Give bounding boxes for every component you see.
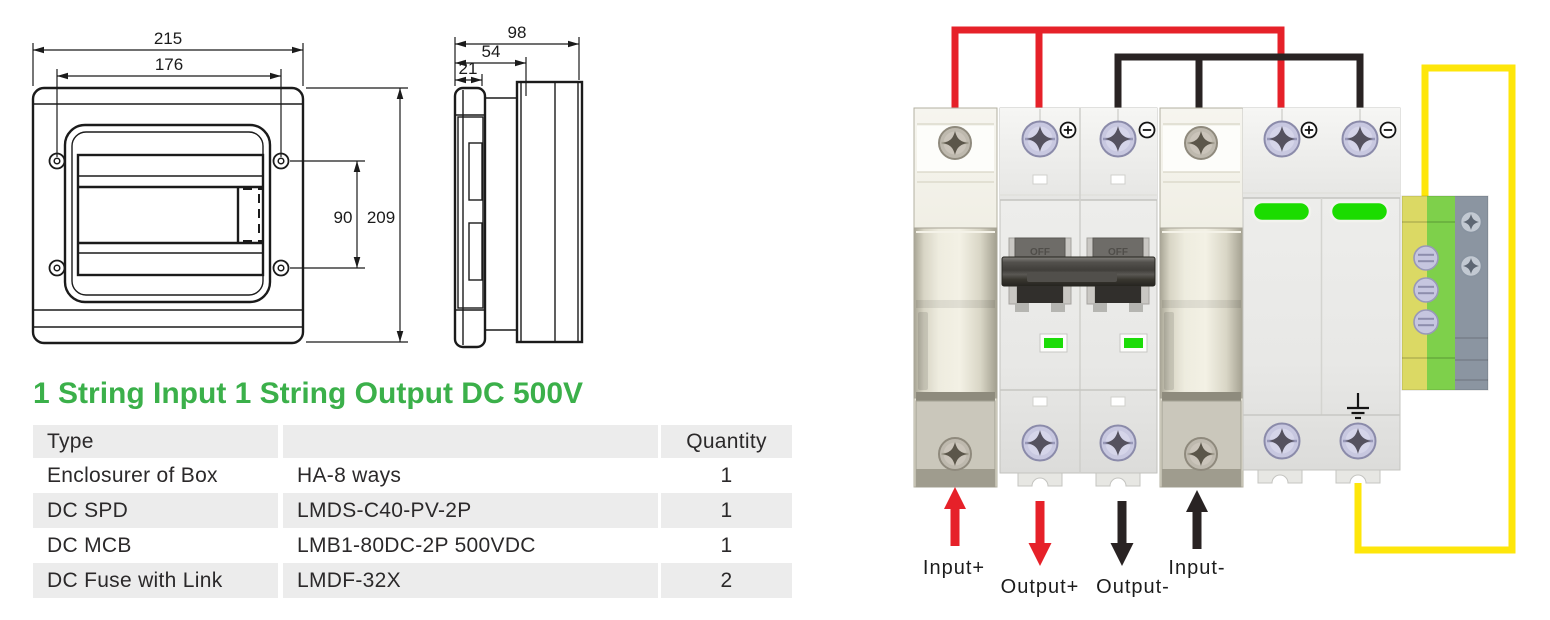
cell-type: Enclosurer of Box (47, 464, 218, 487)
negative-wire (1114, 53, 1364, 108)
dim-label-side-depth: 98 (508, 23, 527, 42)
dim-label-side-cover-depth: 54 (482, 42, 501, 61)
label-input-plus: Input+ (923, 557, 985, 579)
dim-side-lid-depth: 21 (455, 59, 483, 86)
din-clip (1095, 472, 1141, 487)
cell-model: LMB1-80DC-2P 500VDC (297, 534, 536, 557)
phillips-screw-icon (1021, 424, 1059, 462)
enclosure-front-view (31, 86, 305, 345)
table-row: Enclosurer of Box HA-8 ways 1 (33, 458, 803, 493)
dim-label-side-lid-depth: 21 (459, 59, 478, 78)
label-output-plus: Output+ (1001, 576, 1080, 598)
minus-terminal-icon (1138, 121, 1156, 139)
phillips-screw-icon (1263, 120, 1301, 158)
mount-screw-icon (48, 259, 66, 277)
cell-quantity: 1 (720, 464, 733, 487)
dim-front-width: 215 (32, 29, 304, 86)
cell-type: DC Fuse with Link (33, 563, 278, 598)
dim-label-screw-pitch: 90 (334, 208, 353, 227)
din-clip (1017, 472, 1063, 487)
phillips-screw-icon (937, 125, 973, 161)
dc-fuse-holder-1 (913, 107, 998, 488)
table-row: DC MCB LMB1-80DC-2P 500VDC 1 (33, 528, 803, 563)
phillips-screw-icon (1341, 120, 1379, 158)
dc-fuse-holder-2 (1159, 107, 1244, 488)
phillips-screw-icon (1099, 424, 1137, 462)
cell-model: LMDF-32X (283, 563, 658, 598)
dim-side-cover-depth: 54 (455, 42, 527, 96)
dim-label-front-height: 209 (367, 208, 395, 227)
table-row: DC SPD LMDS-C40-PV-2P 1 (33, 493, 803, 528)
spd-status-indicator (1251, 200, 1390, 223)
dim-label-front-width: 215 (154, 29, 182, 48)
product-title: 1 String Input 1 String Output DC 500V (33, 377, 584, 410)
cell-type: DC MCB (47, 534, 132, 557)
positive-wire (951, 26, 1285, 108)
arrow-input-minus-icon (1186, 490, 1208, 549)
arrow-input-plus-icon (944, 487, 966, 546)
phillips-screw-icon (1263, 422, 1301, 460)
phillips-screw-icon (1099, 120, 1137, 158)
table-row: DC Fuse with Link LMDF-32X 2 (33, 563, 803, 598)
enclosure-side-view (453, 80, 584, 349)
arrow-output-plus-icon (1028, 501, 1052, 566)
earth-screw-terminal-icon (1413, 309, 1439, 335)
col-header-model (283, 425, 658, 458)
cell-model: HA-8 ways (297, 464, 402, 487)
phillips-screw-icon (1183, 125, 1219, 161)
dim-screw-pitch: 90 (290, 160, 365, 269)
din-clip (1257, 469, 1303, 484)
dc-spd (1242, 107, 1401, 484)
earth-screw-terminal-icon (1413, 245, 1439, 271)
cell-quantity: 1 (661, 493, 792, 528)
mcb-status-indicator (1039, 333, 1148, 353)
wiring-diagram: OFF OFF (913, 26, 1516, 598)
phillips-screw-icon (1183, 436, 1219, 472)
earth-terminal-block (1401, 195, 1489, 391)
minus-terminal-icon (1379, 121, 1397, 139)
din-clip (1335, 469, 1381, 484)
ground-symbol-icon (1347, 393, 1369, 420)
mcb-off-label: OFF (1030, 247, 1050, 258)
col-header-type: Type (33, 425, 278, 458)
phillips-screw-icon (937, 436, 973, 472)
earth-wire (1354, 64, 1516, 554)
dim-label-front-inner-width: 176 (155, 55, 183, 74)
phillips-screw-icon (1459, 254, 1483, 278)
dc-mcb: OFF OFF (999, 107, 1158, 487)
plus-terminal-icon (1059, 121, 1077, 139)
phillips-screw-icon (1339, 422, 1377, 460)
phillips-screw-icon (1021, 120, 1059, 158)
cell-quantity: 1 (720, 534, 733, 557)
label-output-minus: Output- (1096, 576, 1170, 598)
enclosure-dimension-drawing: 215 176 90 209 (31, 23, 584, 349)
spec-table: Type Quantity Enclosurer of Box HA-8 way… (33, 425, 803, 598)
arrow-output-minus-icon (1110, 501, 1134, 566)
din-rail-dashed-mark (243, 188, 263, 242)
col-header-quantity: Quantity (661, 425, 792, 458)
plus-terminal-icon (1300, 121, 1318, 139)
table-header-row: Type Quantity (33, 425, 803, 458)
earth-screw-terminal-icon (1413, 277, 1439, 303)
dim-front-height: 209 (306, 87, 408, 343)
cell-type: DC SPD (33, 493, 278, 528)
mcb-toggle-handle: OFF OFF (1001, 237, 1156, 312)
mcb-off-label: OFF (1108, 247, 1128, 258)
dim-front-inner-width: 176 (56, 55, 282, 157)
label-input-minus: Input- (1168, 557, 1225, 579)
phillips-screw-icon (1459, 210, 1483, 234)
dim-side-depth: 98 (454, 23, 580, 86)
mount-screw-icon (272, 259, 290, 277)
cell-quantity: 2 (661, 563, 792, 598)
cell-model: LMDS-C40-PV-2P (283, 493, 658, 528)
